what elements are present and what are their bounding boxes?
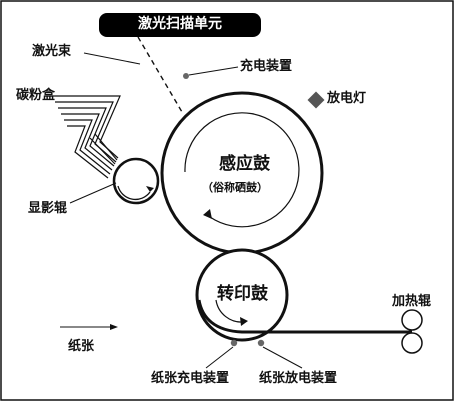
discharge-lamp-label: 放电灯 xyxy=(327,91,367,106)
drum-alias-label: （俗称硒鼓） xyxy=(202,181,268,194)
toner-box-label: 碳粉盒 xyxy=(16,88,56,103)
charging-device-label: 充电装置 xyxy=(240,59,293,74)
discharge-lamp-icon xyxy=(307,91,325,109)
drum-rotation-arrow xyxy=(203,209,212,219)
paper-charging-dot xyxy=(230,339,238,347)
heating-roller-bottom xyxy=(401,332,423,354)
charging-device-dot xyxy=(183,73,189,79)
developer-roller-label: 显影辊 xyxy=(28,201,68,216)
laser-unit-title: 激光扫描单元 xyxy=(138,16,222,32)
paper-discharge-leader xyxy=(262,346,303,369)
transfer-drum-label: 转印鼓 xyxy=(217,284,268,304)
developer-roller xyxy=(112,157,160,205)
laser-beam-line xyxy=(137,36,183,113)
laser-beam-label: 激光束 xyxy=(32,44,72,59)
photosensitive-drum-label: 感应鼓 xyxy=(219,154,270,174)
paper-charging-device-label: 纸张充电装置 xyxy=(151,371,230,386)
laser-unit-box xyxy=(99,13,261,37)
heating-roller-top xyxy=(401,309,423,331)
developer-roller-arrow xyxy=(146,186,154,192)
paper-discharge-device-label: 纸张放电装置 xyxy=(259,371,338,386)
transfer-drum xyxy=(195,248,289,342)
heating-roller-label: 加热辊 xyxy=(392,294,432,309)
paper-label: 纸张 xyxy=(68,339,95,354)
laser-beam-leader xyxy=(83,52,141,65)
toner-cartridge xyxy=(52,95,121,179)
charging-device-leader xyxy=(188,66,239,76)
paper-discharge-dot xyxy=(257,339,265,347)
paper-feed-arrow-head xyxy=(110,324,118,330)
developer-roller-leader xyxy=(69,182,117,204)
paper-charging-leader xyxy=(205,346,234,369)
transfer-drum-rotation xyxy=(215,299,245,323)
developer-roller-rotation xyxy=(117,185,151,201)
paper-path xyxy=(197,299,412,334)
drum-rotation-path xyxy=(184,112,300,228)
transfer-drum-arrow xyxy=(240,317,248,326)
